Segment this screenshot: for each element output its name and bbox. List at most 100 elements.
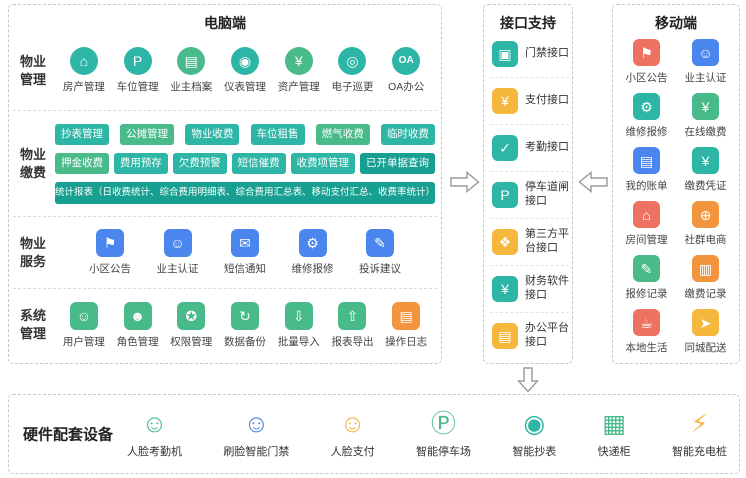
pc-mgmt-item: ¥ 资产管理: [272, 47, 326, 94]
building-icon: ⌂: [69, 47, 98, 75]
item-label: 在线缴费: [684, 126, 727, 138]
item-label: 房产管理: [62, 81, 105, 93]
section-label: 系统管理: [19, 308, 46, 341]
section-property-payment: 物业缴费 抄表管理 公摊管理 物业收费 车位租售 燃气收费 临时收费 押金收费 …: [13, 111, 437, 217]
pc-mgmt-item: ⌂ 房产管理: [57, 47, 111, 94]
item-label: 业主档案: [170, 81, 213, 93]
item-label: 操作日志: [385, 335, 428, 348]
pc-system-item: ⇩ 批量导入: [272, 301, 326, 349]
payment-record-icon: ▥: [692, 255, 719, 282]
mobile-item: ⚑ 小区公告: [617, 35, 676, 89]
pc-mgmt-item: ◉ 仪表管理: [218, 47, 272, 94]
owner-auth-icon: ☺: [692, 39, 719, 66]
section-items: 抄表管理 公摊管理 物业收费 车位租售 燃气收费 临时收费 押金收费 费用预存 …: [53, 123, 437, 204]
hardware-item: ⚡ 智能充电桩: [672, 409, 727, 459]
pc-mgmt-item: OA OA办公: [379, 47, 433, 94]
section-items: ⚑ 小区公告 ☺ 业主认证 ✉ 短信通知 ⚙ 维修报修: [53, 229, 437, 276]
mobile-item: ⚙ 维修报修: [617, 89, 676, 143]
finance-icon: ¥: [492, 276, 518, 302]
item-label: 人脸支付: [330, 446, 375, 458]
item-label: 门禁接口: [525, 47, 569, 60]
face-attendance-icon: ☺: [141, 410, 168, 438]
item-label: 报修记录: [625, 288, 668, 300]
import-icon: ⇩: [284, 301, 313, 330]
item-label: 我的账单: [625, 180, 668, 192]
arrow-right-icon: [450, 171, 480, 193]
online-payment-icon: ¥: [692, 93, 719, 120]
item-label: 考勤接口: [525, 141, 569, 154]
gate-icon: P: [492, 182, 518, 208]
interface-item: ¥ 支付接口: [490, 78, 569, 125]
hardware-item: ☺ 刷脸智能门禁: [223, 409, 289, 459]
pc-system-item: ⇧ 报表导出: [326, 301, 380, 349]
item-label: 小区公告: [89, 263, 131, 275]
section-property-service: 物业服务 ⚑ 小区公告 ☺ 业主认证 ✉ 短信通知 ⚙: [13, 217, 437, 289]
hardware-item: ☺ 人脸考勤机: [127, 409, 182, 459]
interface-item: ✓ 考勤接口: [490, 125, 569, 172]
pay-item: 收费项管理: [290, 152, 356, 174]
item-label: 业主认证: [684, 72, 727, 84]
item-label: 报表导出: [331, 335, 374, 348]
item-label: 角色管理: [116, 335, 159, 348]
oa-icon: OA: [392, 47, 421, 75]
item-label: 小区公告: [625, 72, 668, 84]
item-label: 维修报修: [625, 126, 668, 138]
third-party-icon: ❖: [492, 229, 518, 255]
mobile-panel: 移动端 ⚑ 小区公告 ☺ 业主认证 ⚙ 维修报修 ¥ 在线缴费 ▤ 我的账单: [612, 4, 740, 364]
hardware-item: Ⓟ 智能停车场: [416, 409, 471, 459]
role-icon: ☻: [123, 301, 152, 330]
user-icon: ☺: [69, 301, 98, 330]
interface-item: ▤ 办公平台接口: [490, 313, 569, 359]
mobile-item: ⌂ 房间管理: [617, 197, 676, 251]
pay-item: 临时收费: [380, 123, 435, 145]
section-label: 物业管理: [19, 53, 46, 87]
item-label: 批量导入: [277, 335, 320, 348]
interface-item: ❖ 第三方平台接口: [490, 219, 569, 266]
pc-panel-title: 电脑端: [204, 15, 246, 31]
pc-system-item: ↻ 数据备份: [218, 301, 272, 349]
smart-parking-icon: Ⓟ: [430, 410, 456, 438]
mobile-item: ☺ 业主认证: [676, 35, 735, 89]
pc-system-item: ☻ 角色管理: [111, 301, 165, 349]
item-label: 电子巡更: [331, 81, 374, 93]
pc-mgmt-item: ▤ 业主档案: [164, 47, 218, 94]
pc-system-item: ▤ 操作日志: [379, 301, 433, 349]
complaint-icon: ✎: [366, 229, 394, 257]
item-label: 同城配送: [684, 342, 727, 354]
item-label: 资产管理: [277, 81, 320, 93]
mobile-item: ⊕ 社群电商: [676, 197, 735, 251]
interface-item: ▣ 门禁接口: [490, 31, 569, 78]
pc-service-item: ☺ 业主认证: [147, 229, 209, 276]
item-label: 业主认证: [156, 263, 199, 275]
arrow-down-icon: [517, 367, 539, 393]
pay-item: 费用预存: [113, 152, 168, 174]
pc-panel: 电脑端 物业管理 ⌂ 房产管理 P 车位管理 ▤ 业主档案: [8, 4, 442, 364]
pay-item: 公摊管理: [120, 123, 175, 145]
item-label: 房间管理: [625, 234, 668, 246]
pay-item: 已开单据查询: [359, 152, 435, 174]
repair-icon: ⚙: [633, 93, 660, 120]
pc-system-item: ☺ 用户管理: [57, 301, 111, 349]
section-property-management: 物业管理 ⌂ 房产管理 P 车位管理 ▤ 业主档案 ◉: [13, 31, 437, 111]
item-label: 停车道闸接口: [525, 181, 569, 207]
bill-icon: ▤: [633, 147, 660, 174]
interface-panel: 接口支持 ▣ 门禁接口 ¥ 支付接口 ✓ 考勤接口 P 停车道闸接口 ❖ 第三方…: [483, 4, 573, 364]
mobile-item: ¥ 缴费凭证: [676, 143, 735, 197]
section-label: 物业服务: [19, 235, 46, 269]
pay-row-1: 抄表管理 公摊管理 物业收费 车位租售 燃气收费 临时收费: [55, 123, 435, 145]
item-label: 财务软件接口: [525, 275, 569, 301]
item-label: 车位管理: [116, 81, 159, 93]
hardware-items: ☺ 人脸考勤机 ☺ 刷脸智能门禁 ☺ 人脸支付 Ⓟ 智能停车场 ◉ 智能抄表 ▦…: [127, 395, 727, 473]
mobile-item: ▤ 我的账单: [617, 143, 676, 197]
delivery-icon: ➤: [692, 309, 719, 336]
log-icon: ▤: [392, 301, 421, 330]
pay-row-2: 押金收费 费用预存 欠费预警 短信催费 收费项管理 已开单据查询: [55, 152, 435, 174]
pay-item: 车位租售: [250, 123, 305, 145]
section-system-management: 系统管理 ☺ 用户管理 ☻ 角色管理 ✪ 权限管理 ↻: [13, 289, 437, 361]
item-label: 投诉建议: [359, 263, 401, 275]
patrol-icon: ◎: [338, 47, 367, 75]
ecommerce-icon: ⊕: [692, 201, 719, 228]
pay-item: 短信催费: [231, 152, 286, 174]
item-label: 智能抄表: [512, 446, 557, 458]
mobile-item: ▥ 缴费记录: [676, 251, 735, 305]
